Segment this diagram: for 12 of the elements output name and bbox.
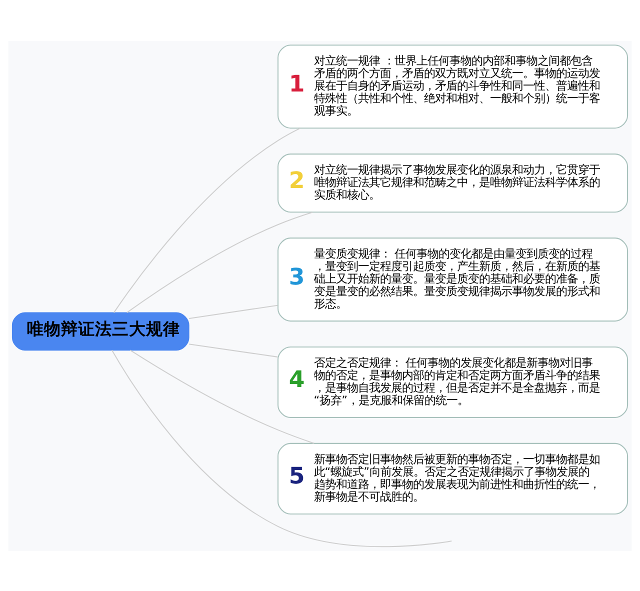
connector: [126, 211, 313, 313]
connector: [130, 349, 314, 444]
node-box: 5 新事物否定旧事物然后被更新的事物否定，一切事物都是如此“螺旋式”向前发展。否定之否定规律揭示了事物发展的趋势和道路，即事物的发展表现为前进性和曲折性的统一，新事物是不可战胜的。: [277, 442, 628, 514]
connector: [113, 127, 300, 312]
connector: [189, 304, 278, 318]
connector: [189, 343, 278, 357]
node-box: 唯物辩证法三大规律: [12, 312, 190, 350]
node-box: 4 否定之否定规律： 任何事物的发展变化都是新事物对旧事物的否定，是事物内部的肯定和否定两方面矛盾斗争的结果，是事物自我发展的过程，但是否定并不是全盘抛弃，而是“扬弃”，是克服和保留的统一。: [277, 346, 628, 418]
node-box: 2 对立统一规律揭示了事物发展变化的源泉和动力，它贯穿于唯物辩证法其它规律和范畴之中，是唯物辩证法科学体系的实质和核心。: [277, 153, 628, 212]
node-box: 3 量变质变规律： 任何事物的变化都是由量变到质变的过程，量变到一定程度引起质变，产生新质，然后，在新质的基础上又开始新的量变。量变是质变的基础和必要的准备，质变是量变的必然结果。量变质变规律揭示事物发展的形式和形态。: [277, 237, 628, 322]
node-box: 1 对立统一规律 ：世界上任何事物的内部和事物之间都包含矛盾的两个方面，矛盾的双方既对立又统一。事物的运动发展在于自身的矛盾运动，矛盾的斗争性和同一性、普遍性和特殊性（共性和个性、绝对和相对、一般和个别）统一于客观事实。: [277, 44, 628, 128]
connector: [111, 349, 452, 547]
